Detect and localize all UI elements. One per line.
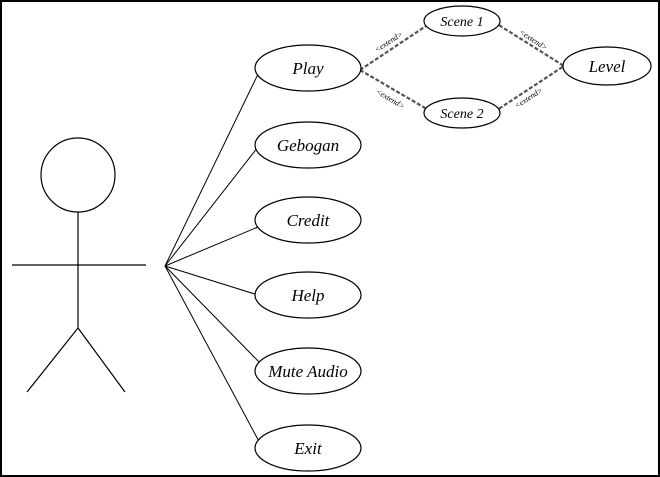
use-case-label-help: Help xyxy=(290,286,324,305)
extend-label-scene2-level: <extend> xyxy=(513,86,544,111)
actor-left-leg xyxy=(26,327,79,393)
use-case-scene2[interactable]: Scene 2 xyxy=(423,97,501,129)
extend-label-play-scene1: <extend> xyxy=(373,30,404,55)
associations xyxy=(164,69,263,448)
assoc-exit xyxy=(164,265,263,448)
use-case-label-gebogan: Gebogan xyxy=(277,136,339,155)
use-case-credit[interactable]: Credit xyxy=(254,196,362,244)
use-case-label-scene1: Scene 1 xyxy=(440,15,483,30)
use-case-exit[interactable]: Exit xyxy=(254,424,362,472)
actor-right-leg xyxy=(77,327,126,393)
extend-line-scene2-level xyxy=(493,65,565,113)
use-case-scene1[interactable]: Scene 1 xyxy=(423,5,501,37)
use-case-level[interactable]: Level xyxy=(562,46,652,86)
use-case-play[interactable]: Play xyxy=(254,44,362,92)
extend-line-scene1-level xyxy=(493,21,565,67)
use-case-label-exit: Exit xyxy=(293,439,323,458)
assoc-credit xyxy=(164,226,259,267)
use-case-gebogan[interactable]: Gebogan xyxy=(254,121,362,169)
extend-line-play-scene1 xyxy=(359,21,433,71)
extend-label-play-scene2: <extend> xyxy=(374,87,406,111)
use-case-label-mute-audio: Mute Audio xyxy=(267,362,347,381)
actor xyxy=(12,137,146,393)
extend-line-play-scene2 xyxy=(359,69,433,113)
extend-relations xyxy=(359,21,565,113)
use-case-label-credit: Credit xyxy=(287,211,331,230)
use-case-label-scene2: Scene 2 xyxy=(440,107,483,122)
actor-head xyxy=(40,137,116,213)
assoc-help xyxy=(164,265,259,296)
assoc-gebogan xyxy=(164,146,259,267)
use-case-help[interactable]: Help xyxy=(254,271,362,319)
use-case-mute-audio[interactable]: Mute Audio xyxy=(254,347,362,395)
assoc-mute-audio xyxy=(164,265,263,366)
assoc-play xyxy=(164,69,261,267)
use-case-label-play: Play xyxy=(291,59,324,78)
use-case-label-level: Level xyxy=(588,57,626,76)
